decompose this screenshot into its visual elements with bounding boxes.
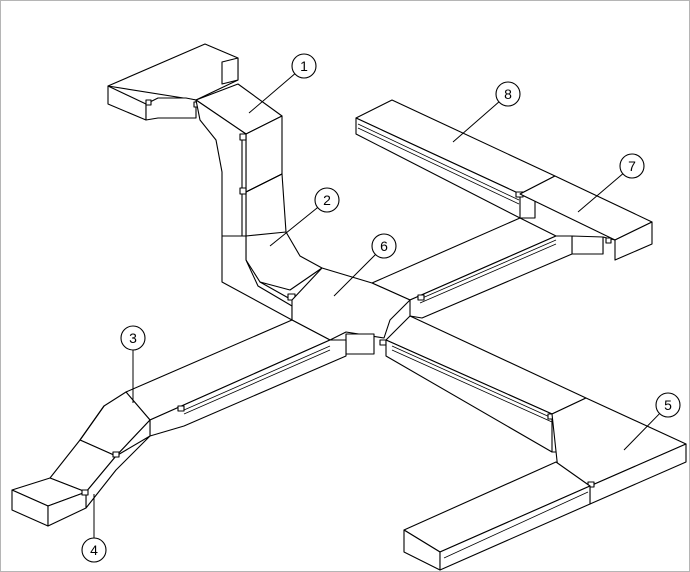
straight-tray-back [355, 99, 556, 219]
callout-number-7: 7 [628, 158, 636, 174]
callout-2: 2 [269, 187, 340, 247]
straight-tray-left [125, 319, 347, 437]
callout-leader-7 [577, 173, 624, 213]
callout-number-5: 5 [664, 397, 672, 413]
callout-layer: 1 2 3 4 5 6 7 8 [81, 53, 681, 563]
callout-circle-7 [619, 153, 645, 179]
callout-number-8: 8 [504, 86, 512, 102]
callout-circle-2 [314, 187, 340, 213]
callout-number-1: 1 [300, 58, 308, 74]
callout-number-4: 4 [90, 542, 98, 558]
callout-circle-5 [655, 392, 681, 418]
callout-number-6: 6 [380, 238, 388, 254]
callout-leader-5 [623, 413, 660, 451]
straight-tray-right-lower [385, 315, 587, 453]
callout-leader-6 [333, 254, 376, 297]
end-section-right [403, 461, 591, 571]
callout-leader-1 [248, 73, 296, 114]
callout-3: 3 [120, 325, 146, 403]
callout-5: 5 [623, 392, 681, 451]
callout-number-2: 2 [323, 192, 331, 208]
callout-number-3: 3 [129, 330, 137, 346]
branch-arm-right-upper [371, 217, 573, 319]
end-section-left [11, 477, 89, 527]
callout-4: 4 [81, 494, 107, 563]
callout-circle-6 [371, 233, 397, 259]
callout-6: 6 [333, 233, 397, 297]
callout-circle-8 [495, 81, 521, 107]
callout-circle-1 [291, 53, 317, 79]
slope-fitting-left [49, 391, 151, 509]
callout-7: 7 [577, 153, 645, 213]
callout-leader-2 [269, 207, 318, 247]
elbow-fitting-right [551, 397, 687, 505]
callout-leader-8 [452, 101, 500, 143]
callout-8: 8 [452, 81, 521, 143]
elbow-fitting [221, 231, 323, 321]
callout-circle-3 [120, 325, 146, 351]
callout-circle-4 [81, 537, 107, 563]
callout-1: 1 [248, 53, 317, 114]
tee-fitting-top [107, 43, 239, 121]
vertical-riser [195, 83, 287, 263]
